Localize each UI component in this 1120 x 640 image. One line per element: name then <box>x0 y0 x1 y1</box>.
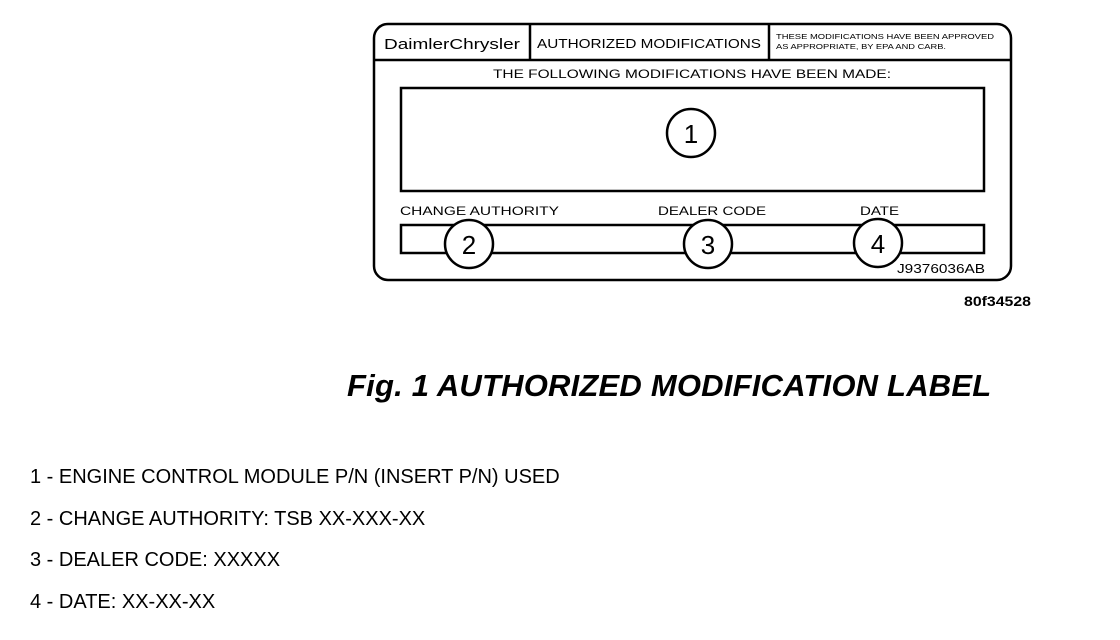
approval-note-line-2: AS APPROPRIATE, BY EPA AND CARB. <box>776 42 946 51</box>
brand-name: DaimlerChrysler <box>384 36 520 53</box>
dealer-code-field-label: DEALER CODE <box>658 204 766 218</box>
label-part-number: J9376036AB <box>897 261 985 276</box>
legend-item-2: 2 - CHANGE AUTHORITY: TSB XX-XXX-XX <box>30 507 426 530</box>
legend-item-3: 3 - DEALER CODE: XXXXX <box>30 549 281 571</box>
callout-2-number: 2 <box>462 230 476 260</box>
approval-note-line-1: THESE MODIFICATIONS HAVE BEEN APPROVED <box>776 32 995 41</box>
callout-3-circle <box>682 218 734 270</box>
callout-1-circle <box>665 107 717 159</box>
figure-id: 80f34528 <box>964 293 1031 309</box>
legend-list: 1 - ENGINE CONTROL MODULE P/N (INSERT P/… <box>30 462 560 628</box>
callout-4-circle <box>852 217 904 269</box>
change-authority-field-label: CHANGE AUTHORITY <box>400 204 559 218</box>
callout-1-number: 1 <box>684 119 698 149</box>
label-title: AUTHORIZED MODIFICATIONS <box>537 36 761 51</box>
modifications-heading: THE FOLLOWING MODIFICATIONS HAVE BEEN MA… <box>493 67 891 81</box>
legend-item-1: 1 - ENGINE CONTROL MODULE P/N (INSERT P/… <box>30 466 560 488</box>
legend-item-4: 4 - DATE: XX-XX-XX <box>30 590 216 613</box>
callout-3-number: 3 <box>701 230 715 260</box>
figure-caption: Fig. 1 AUTHORIZED MODIFICATION LABEL <box>347 368 992 403</box>
callout-2-circle <box>443 218 495 270</box>
callout-4-number: 4 <box>871 229 885 259</box>
date-field-label: DATE <box>860 204 899 218</box>
